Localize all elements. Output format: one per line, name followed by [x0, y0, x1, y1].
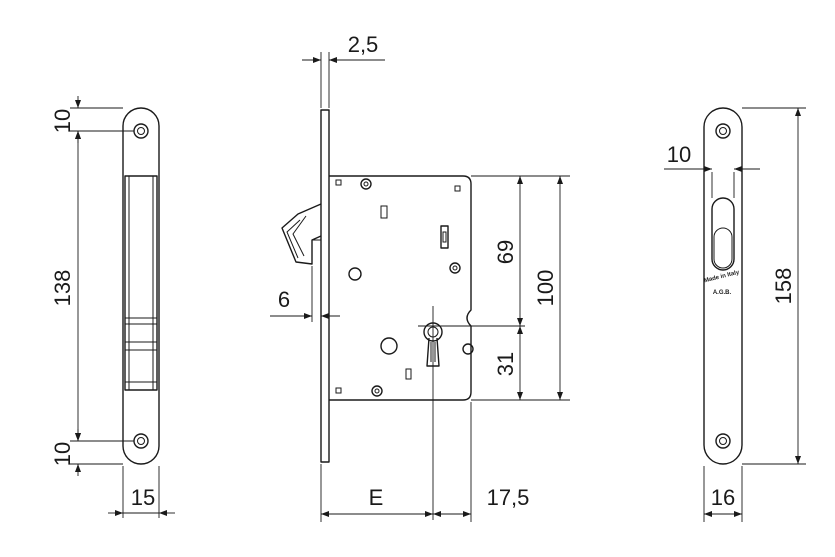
faceplate-front-outline: [122, 107, 160, 465]
screw-hole-icon: [133, 433, 149, 449]
dim-strike-width: 16: [711, 485, 735, 510]
lock-case-body: [329, 175, 472, 401]
screw-hole-icon: [133, 123, 149, 139]
dim-case-height: 100: [533, 270, 558, 307]
latch-body-outline: [124, 175, 158, 391]
case-slot: [454, 185, 461, 192]
dim-backset: E: [369, 485, 384, 510]
case-slot: [380, 205, 388, 219]
dim-hook-projection: 6: [278, 287, 290, 312]
dim-front-bottom-hole: 10: [50, 442, 75, 466]
case-slot: [335, 179, 342, 186]
maker-marking: Made in Italy A.G.B.: [704, 270, 741, 296]
dim-front-top-hole: 10: [50, 109, 75, 133]
dim-keyhole-offset: 17,5: [487, 485, 530, 510]
side-mechanism-view: 2,5 6 E 17,5 69 31 100: [270, 32, 570, 522]
dim-strike-height: 158: [771, 268, 796, 305]
svg-text:A.G.B.: A.G.B.: [713, 290, 732, 296]
screw-hole-icon: [715, 433, 731, 449]
front-faceplate-view: 10 138 10 15: [50, 96, 175, 518]
rivet-icon: [449, 262, 461, 274]
case-slot: [405, 368, 412, 380]
case-slot: [335, 387, 342, 394]
dim-strike-slot-offset: 10: [667, 142, 691, 167]
strike-plate-outline: [703, 107, 743, 465]
dim-faceplate-thickness: 2,5: [348, 32, 379, 57]
svg-text:Made in Italy: Made in Italy: [704, 270, 741, 285]
spindle-hole: [348, 267, 362, 281]
tie-hole: [380, 337, 398, 355]
dim-upper-height: 69: [493, 240, 518, 264]
rivet-icon: [360, 178, 372, 190]
tie-hole: [462, 343, 474, 355]
dim-front-width: 15: [131, 485, 155, 510]
strike-plate-view: Made in Italy A.G.B. 10 158 16: [664, 107, 806, 522]
strike-hook-slot: [711, 197, 735, 271]
dim-front-hole-spacing: 138: [50, 270, 75, 307]
dim-lower-height: 31: [493, 352, 518, 376]
case-slot: [440, 225, 449, 249]
screw-hole-icon: [715, 123, 731, 139]
faceplate-edge: [320, 109, 330, 463]
rivet-icon: [371, 385, 383, 397]
